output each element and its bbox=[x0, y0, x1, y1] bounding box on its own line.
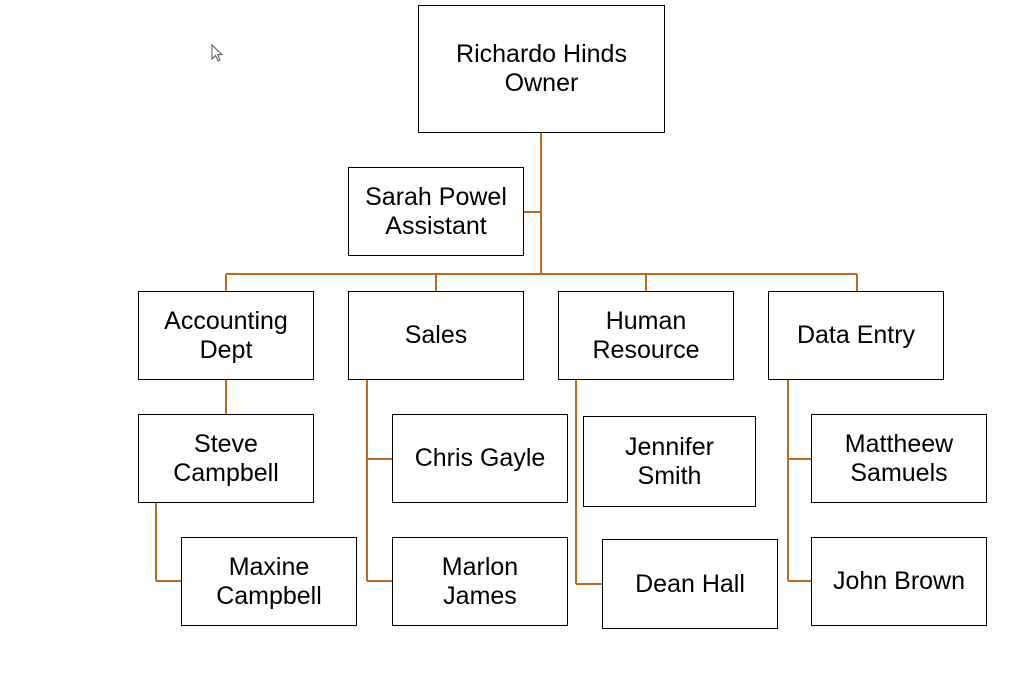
node-member-mattheew-samuels[interactable]: Mattheew Samuels bbox=[811, 414, 987, 503]
member-line-1: Steve bbox=[194, 429, 258, 458]
member-line-1: Dean Hall bbox=[635, 569, 745, 598]
node-dept-accounting[interactable]: Accounting Dept bbox=[138, 291, 314, 380]
node-assistant[interactable]: Sarah Powel Assistant bbox=[348, 167, 524, 256]
node-dept-human-resource[interactable]: Human Resource bbox=[558, 291, 734, 380]
member-line-1: John Brown bbox=[832, 567, 966, 595]
node-root-line-1: Richardo Hinds bbox=[456, 40, 627, 68]
member-line-1: Jennifer bbox=[625, 432, 714, 461]
dept-accounting-line-1: Accounting bbox=[164, 306, 288, 335]
node-dept-data-entry[interactable]: Data Entry bbox=[768, 291, 944, 380]
member-line-2: Samuels bbox=[850, 458, 948, 487]
dept-data-entry-line-1: Data Entry bbox=[796, 321, 916, 349]
member-line-1: Maxine bbox=[228, 552, 310, 581]
node-member-john-brown[interactable]: John Brown bbox=[811, 537, 987, 626]
node-member-dean-hall[interactable]: Dean Hall bbox=[602, 539, 778, 629]
member-line-1: Marlon bbox=[441, 552, 519, 581]
member-line-2: Campbell bbox=[173, 458, 279, 487]
dept-hr-line-1: Human bbox=[605, 306, 687, 335]
node-member-marlon-james[interactable]: Marlon James bbox=[392, 537, 568, 626]
member-line-1: Mattheew bbox=[844, 429, 954, 458]
member-line-2: Smith bbox=[637, 461, 702, 490]
dept-accounting-line-2: Dept bbox=[199, 335, 253, 364]
node-assistant-line-2: Assistant bbox=[385, 211, 487, 240]
dept-sales-line-1: Sales bbox=[404, 321, 468, 349]
node-root[interactable]: Richardo Hinds Owner bbox=[418, 5, 665, 133]
node-dept-sales[interactable]: Sales bbox=[348, 291, 524, 380]
member-line-2: James bbox=[443, 581, 517, 610]
member-line-1: Chris Gayle bbox=[414, 444, 546, 472]
member-line-2: Campbell bbox=[216, 581, 322, 610]
dept-hr-line-2: Resource bbox=[592, 335, 700, 364]
node-member-jennifer-smith[interactable]: Jennifer Smith bbox=[583, 416, 756, 507]
node-member-chris-gayle[interactable]: Chris Gayle bbox=[392, 414, 568, 503]
node-root-line-2: Owner bbox=[504, 69, 579, 97]
node-member-maxine-campbell[interactable]: Maxine Campbell bbox=[181, 537, 357, 626]
node-assistant-line-1: Sarah Powel bbox=[365, 182, 507, 211]
node-member-steve-campbell[interactable]: Steve Campbell bbox=[138, 414, 314, 503]
mouse-pointer-icon bbox=[211, 44, 224, 62]
